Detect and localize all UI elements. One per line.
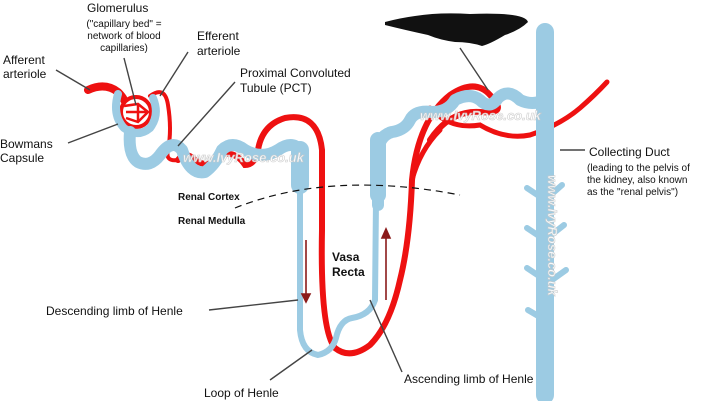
vasa-recta-label: Vasa <box>332 250 360 264</box>
efferent-label: arteriole <box>197 44 241 58</box>
pct-label: Tubule (PCT) <box>240 81 312 95</box>
efferent-label: Efferent <box>197 29 239 43</box>
collecting-duct-note: as the "renal pelvis") <box>587 187 678 198</box>
venule <box>427 79 610 139</box>
ascending-limb-label: Ascending limb of Henle <box>404 372 534 386</box>
bowmans-capsule <box>112 90 160 137</box>
pct-label: Proximal Convoluted <box>240 66 351 80</box>
tubule <box>112 23 569 401</box>
loop-of-henle-label: Loop of Henle <box>204 386 279 400</box>
watermark: www.IvyRose.co.uk <box>420 108 542 123</box>
bowmans-label: Bowmans <box>0 137 53 151</box>
descending-limb <box>297 177 379 358</box>
watermark: www.IvyRose.co.uk <box>545 175 560 297</box>
glomerulus-note: capillaries) <box>100 43 148 54</box>
glomerulus-note: ("capillary bed" = <box>86 19 161 30</box>
afferent-label: Afferent <box>3 53 45 67</box>
duct-branches <box>524 182 569 323</box>
glomerulus-note: network of blood <box>87 31 160 42</box>
descending-limb-label: Descending limb of Henle <box>46 304 183 318</box>
proximal-convoluted-tubule <box>123 126 306 181</box>
renal-cortex-label: Renal Cortex <box>178 192 240 203</box>
watermark: www.IvyRose.co.uk <box>183 150 305 165</box>
afferent-label: arteriole <box>3 67 47 81</box>
bowmans-label: Capsule <box>0 151 44 165</box>
peritubular-capillary <box>175 83 501 357</box>
leader-lines <box>55 47 585 381</box>
vasa-recta-label: Recta <box>332 265 365 279</box>
glomerulus <box>119 95 153 129</box>
vasa-recta-branch <box>409 127 443 183</box>
renal-medulla-label: Renal Medulla <box>178 216 246 227</box>
flow-arrows <box>300 227 392 304</box>
ascending-thick <box>372 87 551 211</box>
redacted-label <box>385 13 528 47</box>
glomerulus-label: Glomerulus <box>87 1 148 15</box>
collecting-duct-label: Collecting Duct <box>589 145 670 159</box>
cortex-medulla-boundary <box>234 184 461 209</box>
collecting-duct-note: the kidney, also known <box>587 175 687 186</box>
collecting-duct-note: (leading to the pelvis of <box>587 163 690 174</box>
